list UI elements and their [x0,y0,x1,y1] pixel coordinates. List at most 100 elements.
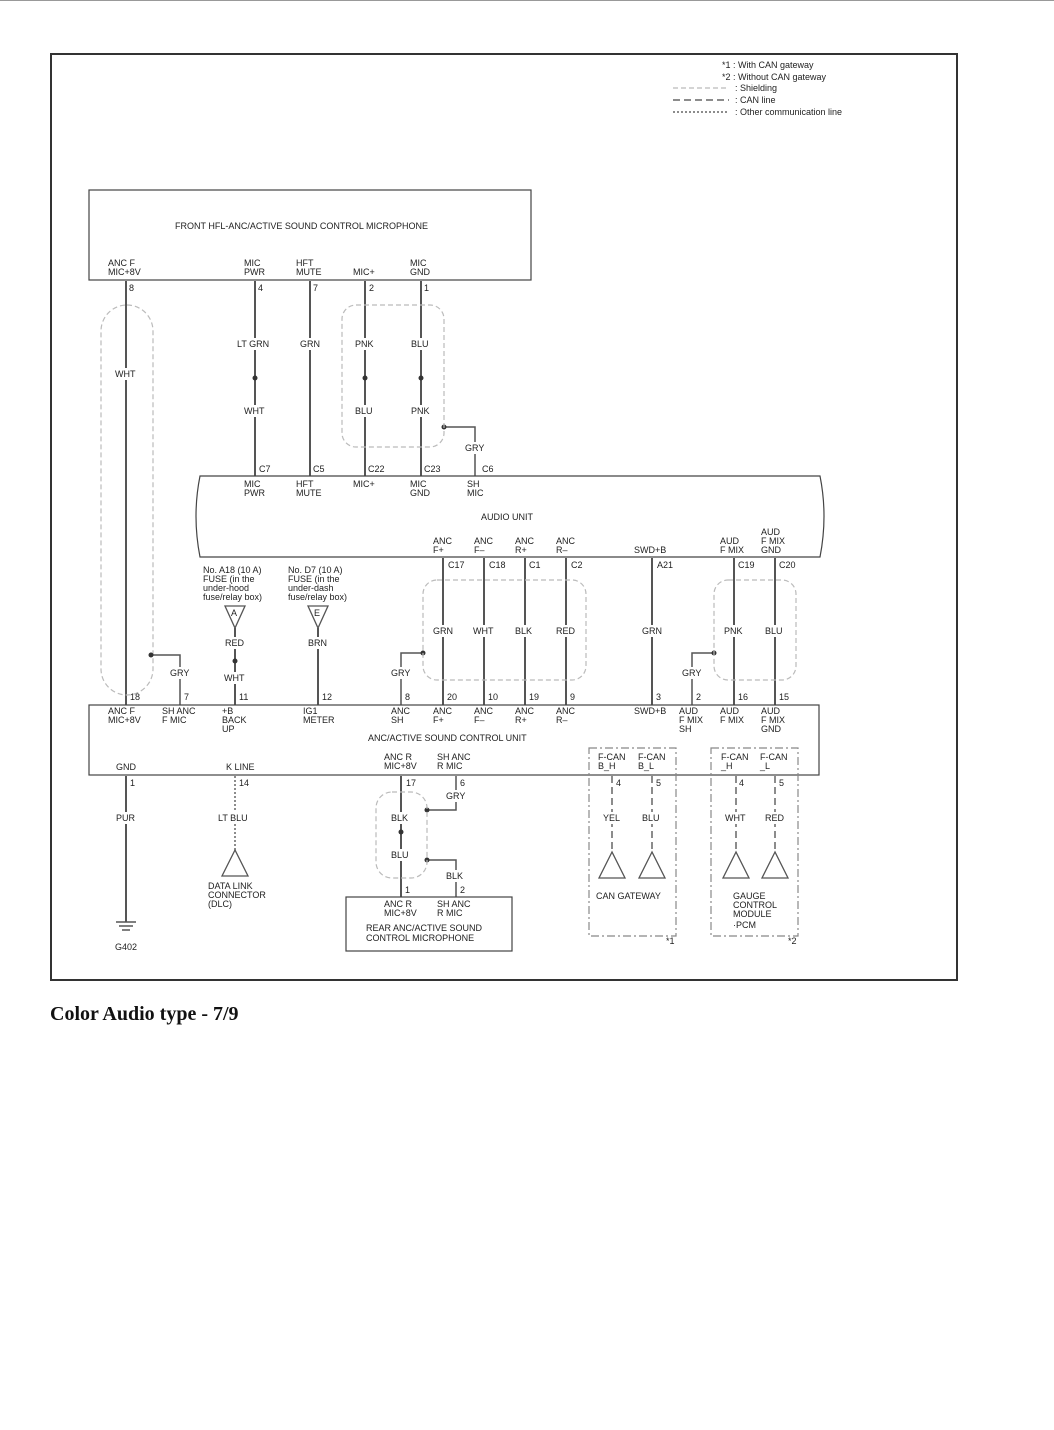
wiring-diagram: *1 : With CAN gateway *2 : Without CAN g… [50,53,958,981]
wire-color-label: LT BLU [218,813,248,823]
pin-label: AUD [720,706,740,716]
pin-number: 1 [405,885,410,895]
wire-color-label: BLU [391,850,409,860]
pin-number: 2 [460,885,465,895]
pin-label: ANC R [384,899,413,909]
wire-color-label: PNK [355,339,374,349]
pin-label: ANC F [108,258,136,268]
fuse-label: FUSE (in the [288,574,340,584]
legend-note-1: *1 : With CAN gateway [722,60,814,70]
pin-number: 1 [130,778,135,788]
wire-color-label: BLU [355,406,373,416]
wire-color-label: BLK [446,871,463,881]
pin-label: R+ [515,545,527,555]
pin-label: F-CAN [598,752,626,762]
fuse-label: under-hood [203,583,249,593]
ground-label: G402 [115,942,137,952]
pin-label: _H [720,761,733,771]
gauge-label: ·PCM [733,920,756,930]
pin-label: PWR [244,267,265,277]
figure-caption: Color Audio type - 7/9 [50,1003,239,1025]
diagram-frame [50,53,958,981]
pin-label: F MIX [679,715,703,725]
wire-color-label: WHT [725,813,746,823]
pin-label: ANC [433,706,453,716]
fuse-letter: E [314,608,320,618]
pin-number: 8 [129,283,134,293]
pin-label: B_L [638,761,654,771]
pin-label: ANC F [108,706,136,716]
wire-color-label: BLU [765,626,783,636]
pin-label: SH [467,479,480,489]
pin-label: AUD [679,706,699,716]
fuse-label: No. A18 (10 A) [203,565,262,575]
pin-label: F+ [433,545,444,555]
anc-unit-top-pins: 18 7 11 12 8 20 10 19 9 3 2 16 15 ANC F … [108,692,789,743]
wire-color-label: WHT [473,626,494,636]
wire-color-label: BLU [642,813,660,823]
can-gateway-icon [637,850,667,879]
lower-wire-labels: PUR LT BLU BLK GRY BLU BLK YEL BLU WHT R… [114,790,787,882]
pin-label: F-CAN [760,752,788,762]
pin-number: 2 [696,692,701,702]
legend-note-2: *2 : Without CAN gateway [722,72,827,82]
wire-color-label: RED [225,638,245,648]
fuse-a18: No. A18 (10 A) FUSE (in the under-hood f… [203,565,262,630]
pin-label: MUTE [296,488,322,498]
pin-number: 2 [369,283,374,293]
wire-color-label: GRN [433,626,453,636]
rear-mic-box [345,896,513,952]
pin-label: UP [222,724,235,734]
pin-label: R MIC [437,761,463,771]
pin-label: ANC [474,706,494,716]
front-mic-box [88,189,532,281]
wire-color-label: WHT [115,369,136,379]
pin-label: F MIX [720,545,744,555]
pin-number: 4 [258,283,263,293]
lower-wires [116,747,799,937]
pin-number: C17 [448,560,465,570]
note-marker: *2 [788,936,797,946]
wire-color-label: YEL [603,813,620,823]
pin-number: C2 [571,560,583,570]
fuse-label: FUSE (in the [203,574,255,584]
gauge-label: MODULE [733,909,772,919]
middle-wire-labels: RED WHT BRN GRY GRY GRY GRN WHT BLK RED … [168,625,787,684]
pin-label: METER [303,715,335,725]
pin-label: ANC R [384,752,413,762]
pin-label: GND [410,488,431,498]
pin-label: MIC [244,479,261,489]
pin-label: F MIX [761,715,785,725]
pin-label: AUD [720,536,740,546]
audio-unit-pins: C7 C5 C22 C23 C6 MIC PWR HFT MUTE MIC+ M… [244,464,796,570]
pin-label: ANC [515,706,535,716]
pin-label: MIC+8V [384,908,417,918]
pin-number: 3 [656,692,661,702]
pin-number: 5 [656,778,661,788]
fuse-label: No. D7 (10 A) [288,565,343,575]
pin-number: 7 [313,283,318,293]
pin-number: 9 [570,692,575,702]
pin-label: F+ [433,715,444,725]
wire-color-label: RED [556,626,576,636]
wire-color-label: GRY [446,791,465,801]
dlc-text: (DLC) [208,899,232,909]
fuse-label: fuse/relay box) [288,592,347,602]
pin-number: 6 [460,778,465,788]
pin-label: R+ [515,715,527,725]
pin-number: C20 [779,560,796,570]
gauge-icon [760,850,790,879]
pin-number: 20 [447,692,457,702]
fuse-label: under-dash [288,583,334,593]
wire-color-label: WHT [224,673,245,683]
pin-label: F– [474,545,485,555]
pin-label: F-CAN [638,752,666,762]
pin-label: PWR [244,488,265,498]
dlc-label: DATA LINK CONNECTOR (DLC) [208,881,266,909]
anc-unit-box [88,704,820,776]
wire-color-label: WHT [244,406,265,416]
pin-label: HFT [296,258,314,268]
pin-number: C19 [738,560,755,570]
gauge-icon [721,850,751,879]
front-mic-title: FRONT HFL-ANC/ACTIVE SOUND CONTROL MICRO… [175,221,428,231]
